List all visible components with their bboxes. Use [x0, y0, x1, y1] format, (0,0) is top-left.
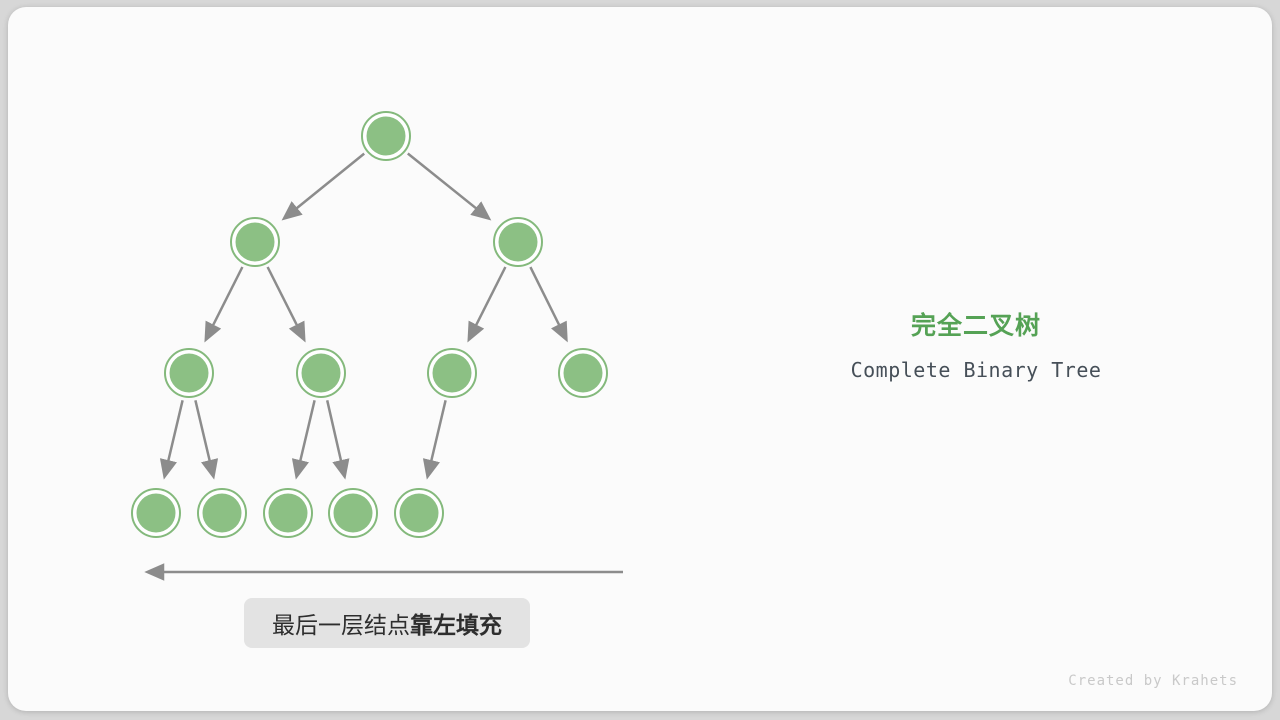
tree-edge — [281, 152, 365, 221]
tree-nodes — [131, 111, 608, 538]
tree-node — [558, 348, 608, 398]
tree-node — [131, 488, 181, 538]
tree-edge — [529, 266, 568, 343]
title-zh: 完全二叉树 — [910, 312, 1041, 340]
tree-edge — [291, 400, 316, 480]
tree-node — [493, 217, 543, 267]
tree-edge — [407, 152, 492, 221]
diagram-card: 最后一层结点靠左填充 完全二叉树 Complete Binary Tree Cr… — [8, 7, 1272, 711]
tree-node — [328, 488, 378, 538]
title-en: Complete Binary Tree — [850, 358, 1102, 382]
tree-node — [230, 217, 280, 267]
tree-edge — [467, 266, 507, 343]
tree-node — [164, 348, 214, 398]
tree-edges — [159, 152, 568, 480]
tree-edge — [422, 400, 447, 480]
caption-text: 最后一层结点 — [272, 612, 410, 638]
tree-edge — [325, 400, 350, 480]
tree-edge — [159, 400, 184, 480]
tree-node — [394, 488, 444, 538]
tree-edge — [194, 400, 219, 480]
title-block: 完全二叉树 Complete Binary Tree — [826, 306, 1126, 382]
caption-box: 最后一层结点靠左填充 — [244, 598, 530, 648]
watermark: Created by Krahets — [1068, 673, 1238, 689]
tree-node — [427, 348, 477, 398]
tree-edge — [204, 266, 244, 343]
tree-node — [361, 111, 411, 161]
tree-edge — [266, 266, 306, 343]
tree-node — [296, 348, 346, 398]
tree-node — [197, 488, 247, 538]
tree-node — [263, 488, 313, 538]
caption-text-bold: 靠左填充 — [410, 612, 502, 638]
